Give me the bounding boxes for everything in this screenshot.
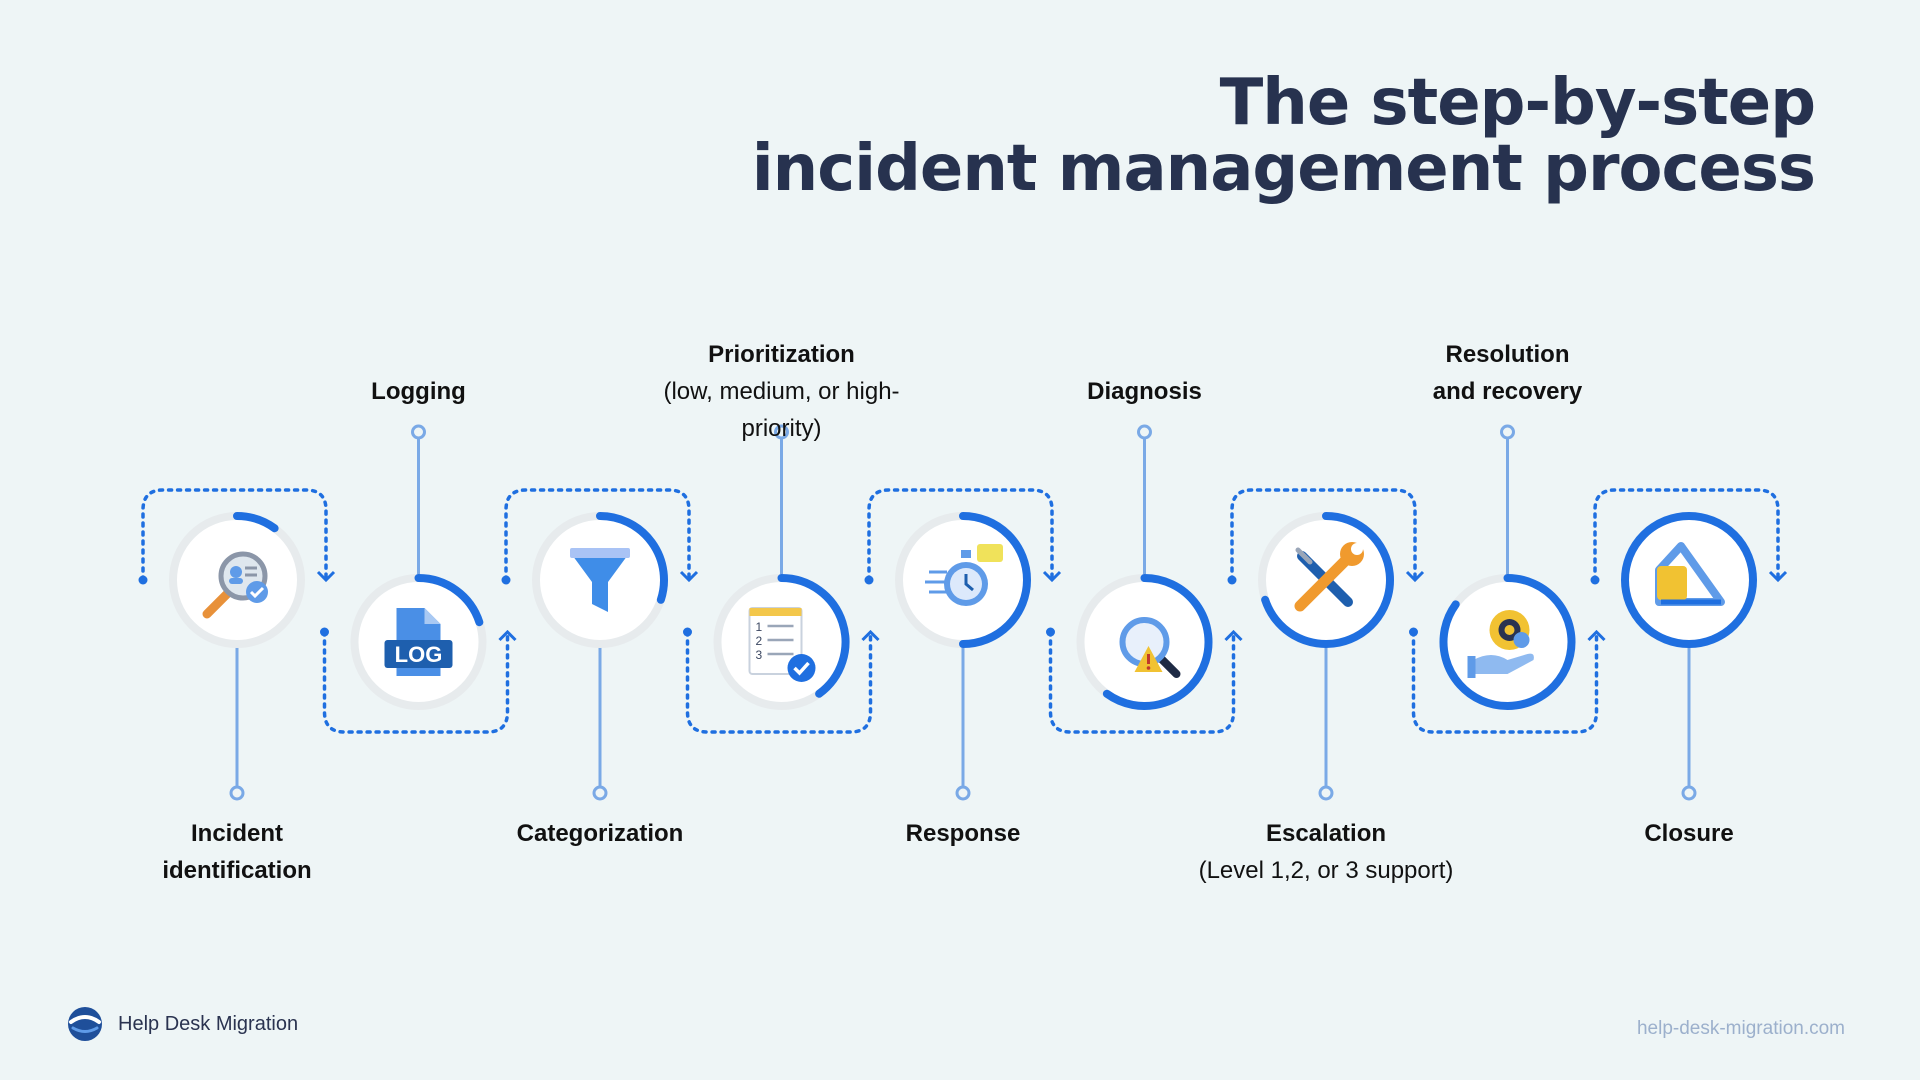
step-4: 123 <box>683 424 880 734</box>
stem-end-dot <box>411 424 426 440</box>
connector-loop <box>1048 630 1236 734</box>
connector-arrow <box>1405 570 1425 583</box>
step-7 <box>1227 488 1425 801</box>
connector-loop <box>685 630 873 734</box>
step-label-2: Logging <box>269 373 569 410</box>
footer-url[interactable]: help-desk-migration.com <box>1636 1018 1845 1039</box>
log-file-icon: LOG <box>384 608 453 676</box>
checklist-icon: 123 <box>748 607 816 682</box>
connector-dot <box>864 575 874 585</box>
stopwatch-icon <box>925 544 1003 606</box>
brand-name: Help Desk Migration <box>118 1012 299 1035</box>
step-progress <box>596 512 668 604</box>
stem-end-dot <box>774 424 789 440</box>
connector-dot <box>1590 575 1600 585</box>
step-progress <box>1261 512 1394 648</box>
connector-loop <box>504 488 691 582</box>
step-5 <box>864 488 1062 801</box>
warning-search-icon <box>1119 617 1181 678</box>
stem-end-dot <box>592 785 608 801</box>
step-progress <box>233 512 279 533</box>
step-title: identification <box>162 857 312 884</box>
connector-loop <box>1230 488 1417 582</box>
step-label-1: Incident identification <box>87 815 387 889</box>
step-title: Resolution <box>1445 341 1570 368</box>
connector-loop <box>1593 488 1780 582</box>
step-title: Logging <box>371 378 466 405</box>
tools-icon <box>1294 542 1364 612</box>
stem-end-dot <box>955 785 971 801</box>
connector-arrow <box>1042 570 1062 583</box>
connector-dot <box>138 575 148 585</box>
step-1 <box>138 488 336 801</box>
connector-arrow <box>1224 629 1243 642</box>
stem-end-dot <box>229 785 245 801</box>
step-9 <box>1590 488 1788 801</box>
step-label-8: Resolution and recovery <box>1358 336 1658 410</box>
connector-dot <box>320 627 329 637</box>
connector-dot <box>1227 575 1237 585</box>
magnifier-check-icon <box>202 551 268 619</box>
step-title: Prioritization <box>708 341 855 368</box>
step-label-9: Closure <box>1539 815 1839 852</box>
connector-arrow <box>316 570 336 583</box>
step-progress <box>1439 574 1576 710</box>
step-label-6: Diagnosis <box>995 373 1295 410</box>
connector-dot <box>683 627 692 637</box>
svg-text:2: 2 <box>756 634 763 648</box>
title-line-1: The step-by-step <box>1219 66 1816 140</box>
connector-dot <box>1409 627 1418 637</box>
step-title: Closure <box>1644 820 1734 847</box>
step-label-5: Response <box>813 815 1113 852</box>
step-title: Incident <box>190 820 283 847</box>
step-label-7: Escalation (Level 1,2, or 3 support) <box>1176 815 1476 889</box>
step-title: and recovery <box>1432 378 1583 405</box>
step-label-4: Prioritization (low, medium, or high-prio… <box>632 336 932 447</box>
step-note: (low, medium, or high-priority) <box>663 378 900 442</box>
title-line-2: incident management process <box>751 132 1816 206</box>
helpdesk-logo-icon <box>68 1007 102 1041</box>
step-label-3: Categorization <box>450 815 750 852</box>
connector-loop <box>1411 630 1599 734</box>
connector-loop <box>322 630 510 734</box>
step-title: Response <box>905 820 1021 847</box>
connector-arrow <box>498 629 517 642</box>
gear-hand-icon <box>1467 610 1534 678</box>
step-progress <box>777 574 850 698</box>
step-8 <box>1409 424 1606 734</box>
step-2: LOG <box>320 424 517 734</box>
stem-end-dot <box>1500 424 1515 440</box>
step-progress <box>1621 512 1757 648</box>
connector-arrow <box>1587 629 1606 642</box>
connector-loop <box>867 488 1054 582</box>
step-note: (Level 1,2, or 3 support) <box>1198 857 1454 884</box>
svg-text:LOG: LOG <box>395 642 443 667</box>
step-6 <box>1046 424 1243 734</box>
connector-dot <box>1046 627 1055 637</box>
svg-text:1: 1 <box>756 620 763 634</box>
closure-icon <box>1655 542 1725 606</box>
svg-text:3: 3 <box>756 648 763 662</box>
brand: Help Desk Migration <box>66 1005 298 1043</box>
connector-loop <box>141 488 328 582</box>
connector-dot <box>501 575 511 585</box>
step-title: Diagnosis <box>1087 378 1202 405</box>
step-progress <box>959 512 1031 648</box>
step-title: Escalation <box>1265 820 1387 847</box>
connector-arrow <box>679 570 699 583</box>
step-3 <box>501 488 699 801</box>
funnel-icon <box>570 548 630 612</box>
step-progress <box>414 574 484 627</box>
stem-end-dot <box>1681 785 1697 801</box>
step-progress <box>1102 574 1213 710</box>
connector-arrow <box>1768 570 1788 583</box>
stem-end-dot <box>1318 785 1334 801</box>
step-title: Categorization <box>516 820 684 847</box>
connector-arrow <box>861 629 880 642</box>
page-title: The step-by-step incident management pro… <box>751 66 1816 206</box>
stem-end-dot <box>1137 424 1152 440</box>
